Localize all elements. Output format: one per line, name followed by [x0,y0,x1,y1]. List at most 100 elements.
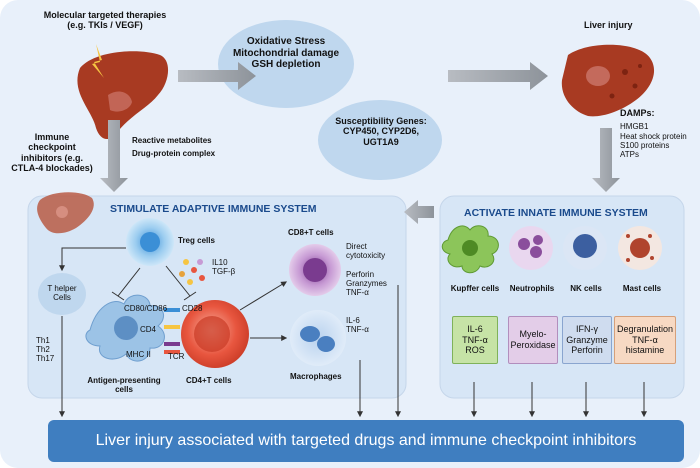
ici-line-4: CTLA-4 blockades) [11,163,93,174]
ici-line-3: inhibitors (e.g. [21,152,83,163]
direct-cytotoxicity: Direct cytotoxicity [346,242,385,260]
neutrophil-product: Peroxidase [510,340,556,350]
arrow-therapies-to-adaptive [100,120,128,192]
mast-product: Degranulation [616,323,674,334]
nk-label: NK cells [570,284,602,293]
macro-cytokines: IL-6 TNF-α [346,316,369,334]
direct-line-2: cytotoxicity [346,251,386,261]
t-helper-line-1: T helper [47,284,77,293]
nk-product: IFN-γ [575,323,598,334]
kupffer-product: IL-6 [467,323,483,334]
macrophages-label: Macrophages [290,372,342,381]
bottom-banner-text: Liver injury associated with targeted dr… [95,432,637,449]
damps-item: Heat shock protein [620,131,687,141]
therapies-label: Molecular targeted therapies (e.g. TKIs … [30,10,180,31]
macro-cytokine: TNF-α [346,325,369,335]
adaptive-title: STIMULATE ADAPTIVE IMMUNE SYSTEM [110,203,317,215]
metabolites-text: Reactive metabolites Drug-protein comple… [132,136,215,158]
stress-line-2: Mitochondrial damage [232,47,340,59]
damps-item: ATPs [620,149,639,159]
genes-oval [318,100,442,180]
th-subsets: Th1 Th2 Th17 [36,336,54,364]
mast-product: histamine [625,345,665,356]
nk-products: IFN-γ Granzyme Perforin [562,316,612,364]
cd4-label: CD4 [140,325,157,334]
mast-cell [618,226,662,270]
liver-illustration-right [561,44,655,117]
th-subset: Th2 [36,345,50,355]
cd28-label: CD28 [182,304,203,313]
kupffer-products: IL-6 TNF-α ROS [452,316,498,364]
therapies-title: Molecular targeted therapies [43,10,167,20]
reactive-metabolites: Reactive metabolites [132,136,212,145]
arrow-therapies-to-stress [178,62,256,90]
t-helper-label: T helper Cells [40,284,84,302]
nk-product: Perforin [571,345,603,356]
liver-illustration-small [37,192,94,234]
mast-products: Degranulation TNF-α histamine [614,316,676,364]
cd4t-label: CD4+T cells [186,376,232,385]
ici-line-1: Immune [34,132,70,142]
th-subset: Th17 [36,354,55,364]
mast-label: Mast cells [622,284,662,293]
receptor-bars [164,308,180,354]
drug-protein-complex: Drug-protein complex [132,149,216,159]
stress-line-1: Oxidative Stress [246,36,326,47]
kupffer-label: Kupffer cells [450,284,500,293]
tgf-label: TGF-β [212,267,236,277]
mast-product: TNF-α [632,334,658,345]
neutrophil-cell [509,226,553,270]
cd8-effector: Granzymes [346,279,387,289]
connector-lines [59,247,647,418]
damps-item: S100 proteins [620,140,670,150]
apc-line-2: cells [115,385,133,395]
liver-injury-label: Liver injury [584,20,633,30]
ici-label: Immune checkpoint inhibitors (e.g. CTLA-… [2,132,102,173]
stress-text: Oxidative Stress Mitochondrial damage GS… [220,36,352,71]
neutrophil-products: Myelo- Peroxidase [508,316,558,364]
treg-label: Treg cells [178,236,215,245]
mhc-label: MHC II [126,350,151,359]
kupffer-product: TNF-α [462,334,488,345]
neutrophil-product: Myelo- [519,329,547,340]
ici-line-2: checkpoint [28,142,76,153]
kupffer-product: ROS [465,345,485,356]
nk-product: Granzyme [566,334,608,345]
damps-title: DAMPs: [620,108,655,118]
damps-item: HMGB1 [620,122,649,132]
cd80-label: CD80/CD86 [124,304,168,313]
nk-cell [563,226,607,270]
liver-illustration-left [77,44,169,140]
tcr-label: TCR [168,352,185,361]
t-helper-oval [38,273,86,315]
bottom-banner: Liver injury associated with targeted dr… [48,420,684,462]
genes-title: Susceptibility Genes: [335,116,427,126]
antigen-presenting-cell [85,294,165,362]
stress-oval [218,20,354,108]
genes-line-1: CYP450, CYP2D6, [342,126,420,137]
cytokine-dots [179,259,205,285]
th-subset: Th1 [36,336,50,345]
t-helper-line-2: Cells [53,293,71,303]
treg-cytokines: IL10 TGF-β [212,258,235,276]
arrow-stress-to-injury [448,62,548,90]
direct-line-1: Direct [346,242,367,251]
il10-label: IL10 [212,258,228,267]
stress-line-3: GSH depletion [251,59,321,70]
genes-text: Susceptibility Genes: CYP450, CYP2D6, UG… [320,116,442,147]
innate-title: ACTIVATE INNATE IMMUNE SYSTEM [464,207,648,219]
apc-label: Antigen-presenting cells [74,376,174,394]
damps-list: DAMPs: HMGB1 Heat shock protein S100 pro… [620,108,687,159]
therapies-subtitle: (e.g. TKIs / VEGF) [67,20,143,31]
cd8-effectors: Perforin Granzymes TNF-α [346,270,387,298]
arrow-injury-to-innate [592,128,620,192]
arrow-innate-to-adaptive [404,200,434,224]
cd8-effector: TNF-α [346,288,369,298]
apc-line-1: Antigen-presenting [87,376,161,385]
cd8t-label: CD8+T cells [288,228,334,237]
genes-line-2: UGT1A9 [363,136,399,147]
neutrophils-label: Neutrophils [509,284,555,293]
macro-cytokine: IL-6 [346,316,360,325]
